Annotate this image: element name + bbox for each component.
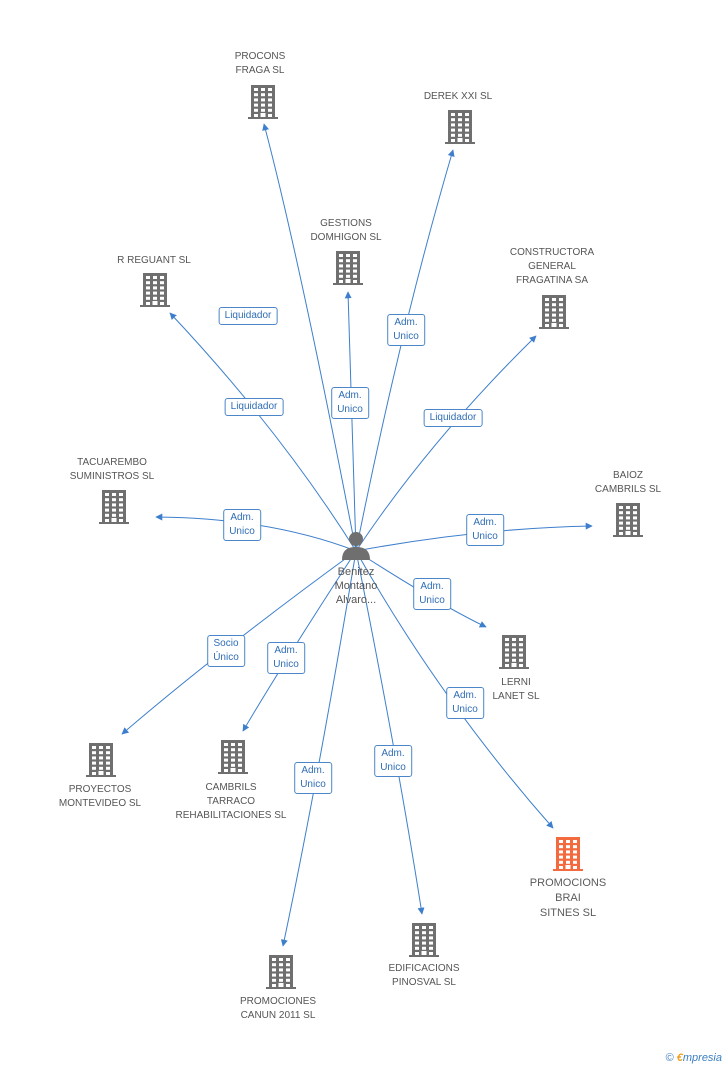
person-label[interactable]: Benitez Montano Alvaro... [334, 566, 378, 606]
relation-label-proyectos[interactable]: Socio Único [207, 635, 245, 667]
building-icon-brai[interactable] [553, 837, 583, 876]
company-label-rreguant[interactable]: R REGUANT SL [117, 255, 191, 266]
company-label-cambrils[interactable]: CAMBRILS TARRACO REHABILITACIONES SL [175, 782, 287, 821]
company-label-edificacions[interactable]: EDIFICACIONS PINOSVAL SL [388, 963, 460, 988]
company-label-canun[interactable]: PROMOCIONES CANUN 2011 SL [239, 996, 317, 1021]
building-icon-rreguant[interactable] [140, 273, 170, 312]
relation-edge-derek [355, 149, 455, 552]
building-icon-canun[interactable] [266, 955, 296, 994]
company-label-lerni[interactable]: LERNI LANET SL [492, 677, 540, 702]
building-icon-procons[interactable] [248, 85, 278, 124]
relation-edge-gestions [344, 291, 357, 552]
company-label-gestions[interactable]: GESTIONS DOMHIGON SL [310, 218, 382, 243]
relation-label-canun[interactable]: Adm. Unico [294, 762, 332, 794]
relation-label-derek[interactable]: Adm. Unico [387, 314, 425, 346]
building-icon-gestions[interactable] [333, 251, 363, 290]
relation-label-brai[interactable]: Adm. Unico [446, 687, 484, 719]
relation-label-constructora[interactable]: Liquidador [423, 409, 483, 427]
relation-label-rreguant[interactable]: Liquidador [224, 398, 284, 416]
relation-edge-rreguant [169, 312, 357, 552]
company-label-baioz[interactable]: BAIOZ CAMBRILS SL [594, 470, 662, 495]
building-icon-constructora[interactable] [539, 295, 569, 334]
relation-label-procons[interactable]: Liquidador [218, 307, 278, 325]
relation-label-baioz[interactable]: Adm. Unico [466, 514, 504, 546]
brand-footer: © €mpresia [666, 1052, 722, 1064]
building-icon-edificacions[interactable] [409, 923, 439, 962]
relation-edge-procons [262, 123, 357, 552]
building-icon-proyectos[interactable] [86, 743, 116, 782]
building-icon-tacuarembo[interactable] [99, 490, 129, 529]
person-icon[interactable] [341, 530, 371, 565]
relation-label-lerni[interactable]: Adm. Unico [413, 578, 451, 610]
relation-edge-constructora [355, 335, 537, 552]
company-label-procons[interactable]: PROCONS FRAGA SL [234, 51, 286, 76]
company-label-tacuarembo[interactable]: TACUAREMBO SUMINISTROS SL [69, 457, 155, 482]
company-label-constructora[interactable]: CONSTRUCTORA GENERAL FRAGATINA SA [509, 247, 595, 286]
company-label-derek[interactable]: DEREK XXI SL [423, 91, 493, 102]
brand-initial: € [676, 1052, 683, 1064]
relation-edge-tacuarembo [155, 513, 357, 552]
company-label-proyectos[interactable]: PROYECTOS MONTEVIDEO SL [58, 784, 142, 809]
building-icon-baioz[interactable] [613, 503, 643, 542]
building-icon-cambrils[interactable] [218, 740, 248, 779]
relation-edge-canun [280, 550, 357, 947]
brand-name: mpresia [682, 1052, 722, 1064]
building-icon-derek[interactable] [445, 110, 475, 149]
relation-label-tacuarembo[interactable]: Adm. Unico [223, 509, 261, 541]
relation-label-gestions[interactable]: Adm. Unico [331, 387, 369, 419]
relation-label-edificacions[interactable]: Adm. Unico [374, 745, 412, 777]
company-label-brai[interactable]: PROMOCIONS BRAI SITNES SL [529, 877, 607, 919]
relation-label-cambrils[interactable]: Adm. Unico [267, 642, 305, 674]
building-icon-lerni[interactable] [499, 635, 529, 674]
copyright-icon: © [665, 1052, 674, 1064]
